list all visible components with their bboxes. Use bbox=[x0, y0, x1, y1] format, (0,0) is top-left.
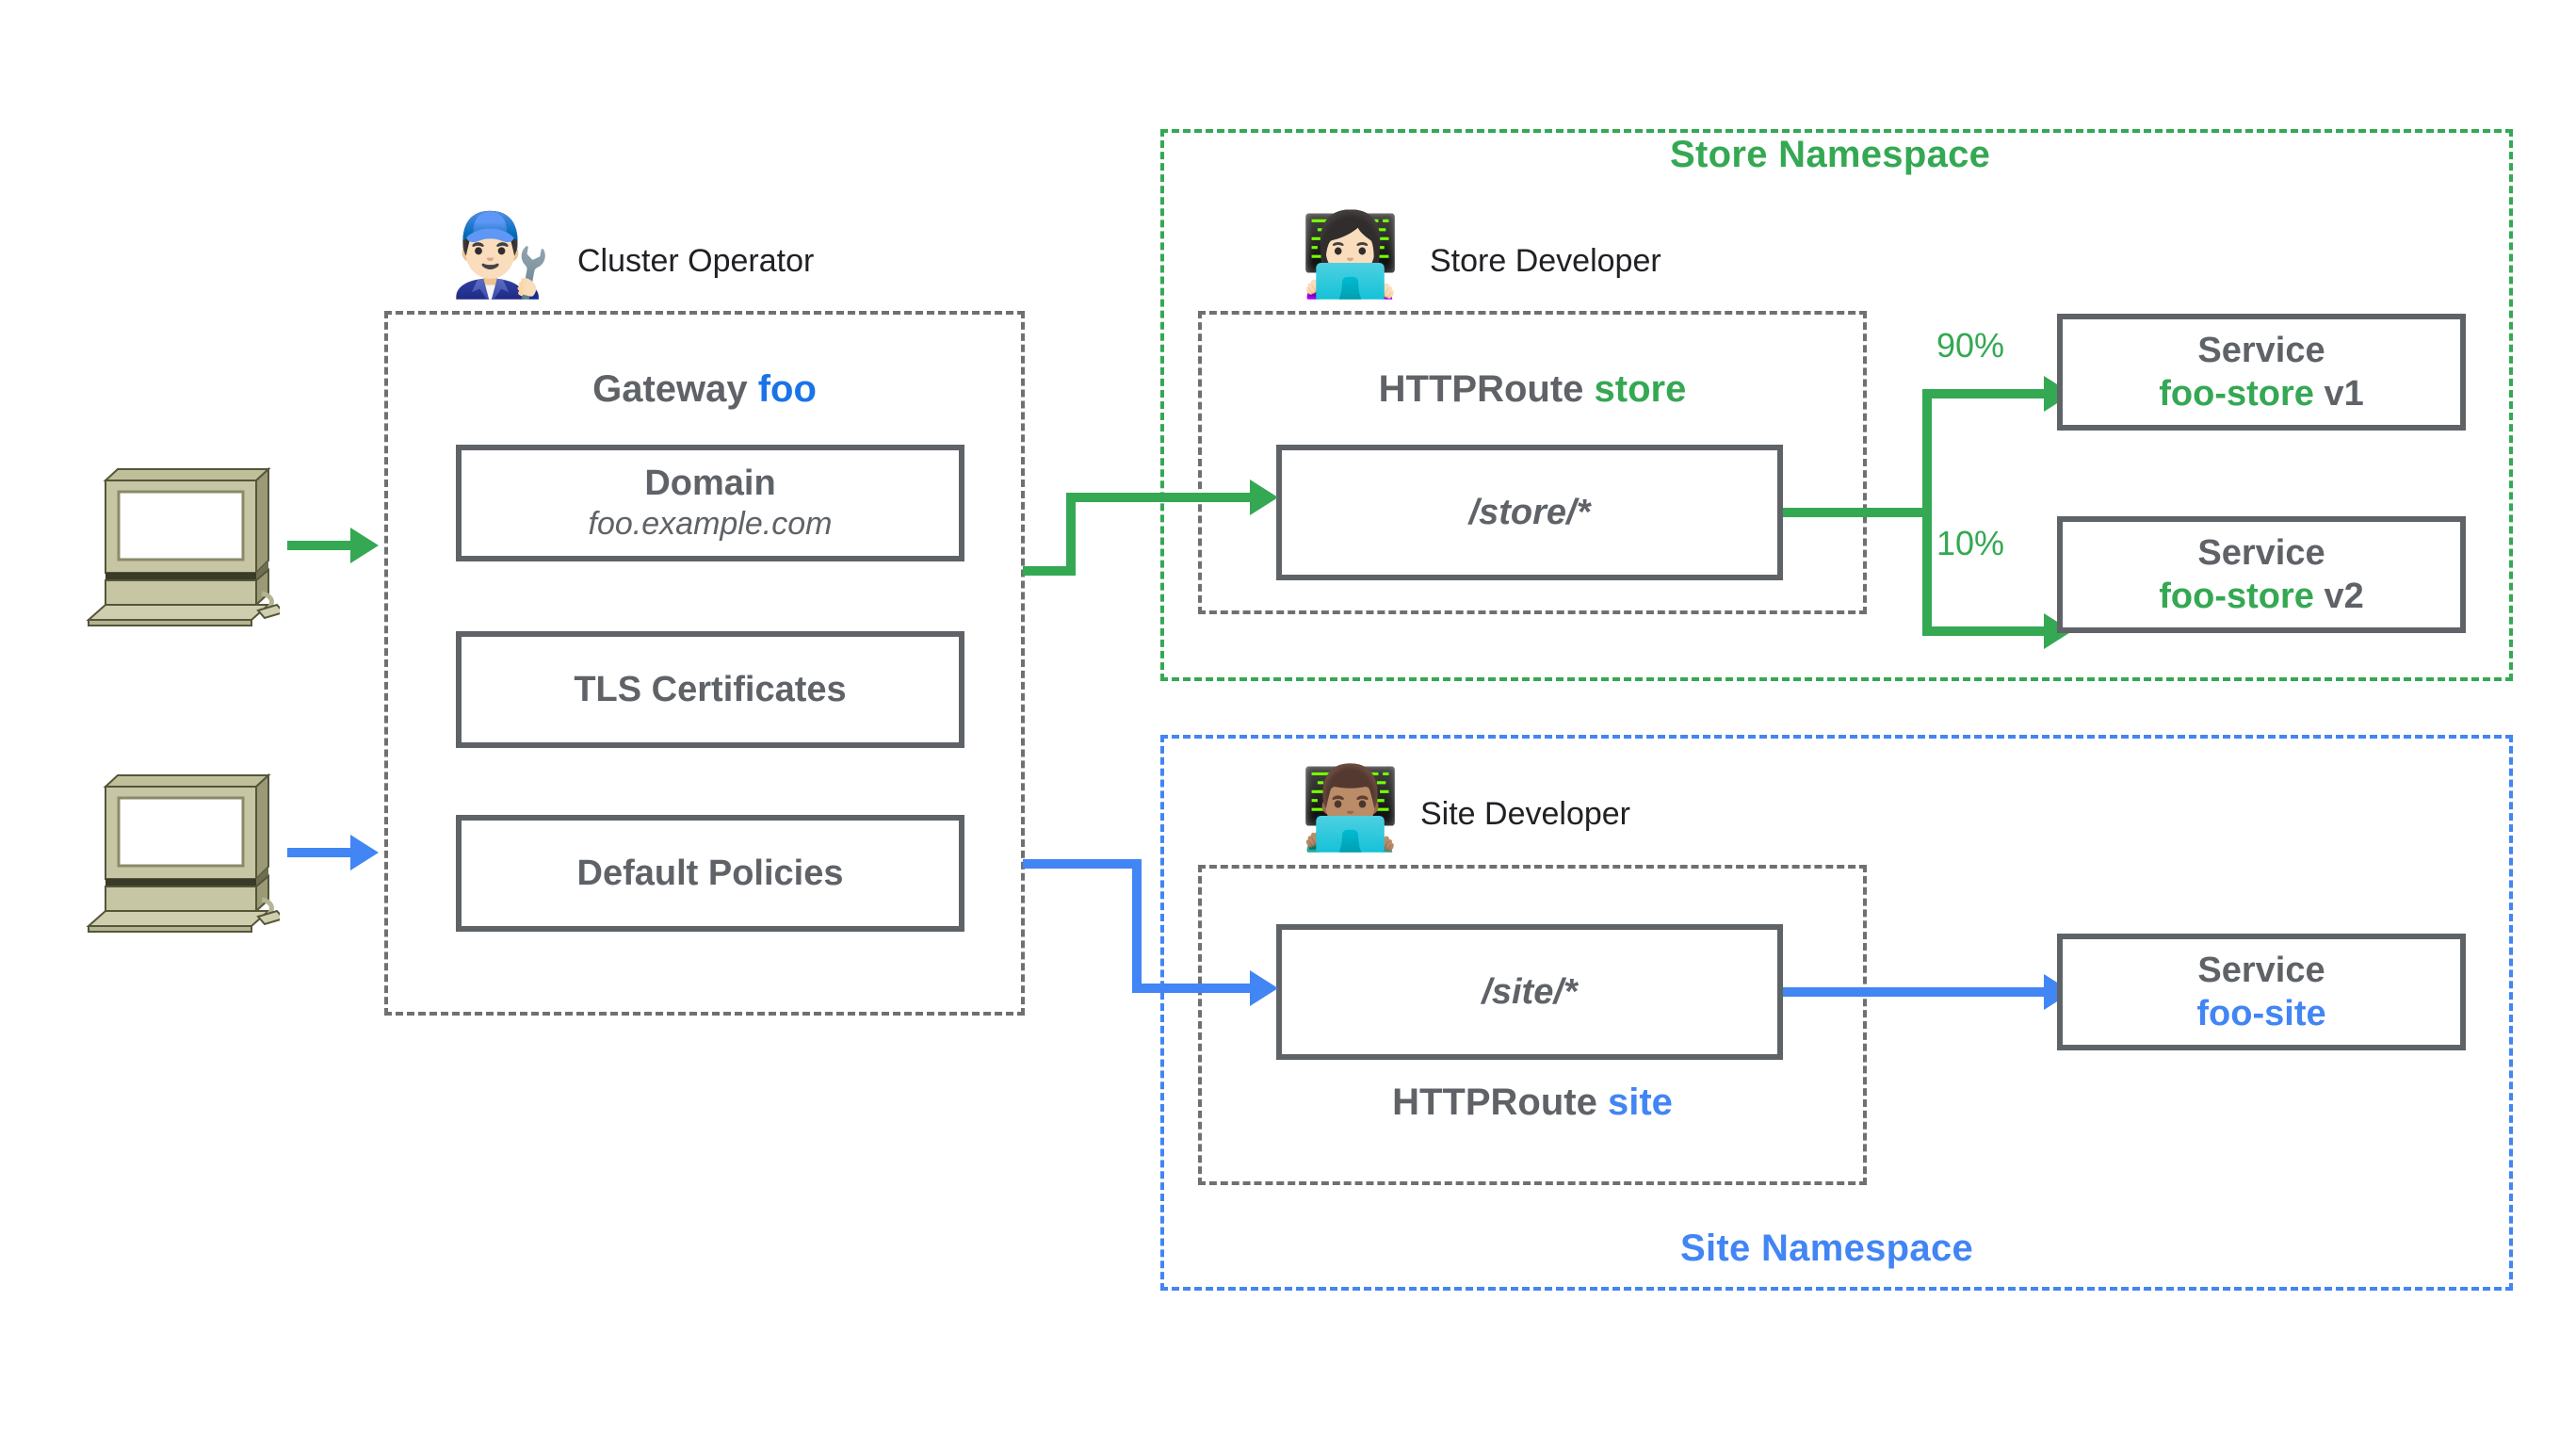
connector-gateway-to-store-h1 bbox=[1023, 566, 1076, 576]
site-httproute-container bbox=[1198, 865, 1867, 1185]
gateway-container bbox=[384, 311, 1025, 1016]
store-route-rule-path[interactable]: /store/* bbox=[1276, 445, 1783, 580]
connector-store-to-v1 bbox=[1922, 389, 2058, 398]
connector-gateway-to-site-v bbox=[1132, 859, 1142, 993]
site-route-rule-path[interactable]: /site/* bbox=[1276, 924, 1783, 1060]
connector-gateway-to-site-h2 bbox=[1132, 984, 1264, 993]
connector-client-bottom-to-gateway bbox=[287, 848, 361, 857]
store-service-v2-name: foo-store bbox=[2159, 577, 2314, 616]
store-developer-label: Store Developer bbox=[1430, 243, 1661, 279]
client-computer-bottom bbox=[77, 768, 285, 937]
store-service-v2[interactable]: Service foo-store v2 bbox=[2057, 516, 2466, 633]
store-namespace-container bbox=[1160, 129, 2513, 681]
store-weight-v2: 10% bbox=[1936, 524, 2005, 562]
desktop-computer-icon bbox=[86, 772, 285, 933]
store-service-v1-name-line: foo-store v1 bbox=[2159, 372, 2364, 415]
site-route-path-value: /site/* bbox=[1482, 971, 1578, 1012]
site-service-name: foo-site bbox=[2196, 994, 2326, 1033]
store-httproute-container bbox=[1198, 311, 1867, 614]
gateway-title-name: foo bbox=[757, 368, 817, 410]
store-service-v1[interactable]: Service foo-store v1 bbox=[2057, 314, 2466, 431]
connector-gateway-to-site-h1 bbox=[1023, 859, 1142, 869]
store-weight-v1: 90% bbox=[1936, 326, 2005, 365]
site-service-name-line: foo-site bbox=[2196, 992, 2325, 1035]
store-service-v1-kind: Service bbox=[2197, 330, 2325, 370]
cluster-operator-label: Cluster Operator bbox=[577, 243, 815, 279]
connector-store-split-vertical bbox=[1922, 389, 1932, 636]
store-route-path-value: /store/* bbox=[1468, 492, 1591, 532]
site-developer-avatar: 👨🏽‍💻 bbox=[1300, 761, 1401, 855]
arrow-gateway-to-site-route bbox=[1250, 970, 1278, 1006]
connector-gateway-to-store-h2 bbox=[1066, 493, 1264, 502]
store-namespace-label: Store Namespace bbox=[1670, 134, 1991, 175]
gateway-resource-policies-label: Default Policies bbox=[576, 853, 844, 893]
store-service-v2-version: v2 bbox=[2324, 577, 2364, 616]
cluster-operator-avatar: 👨🏻‍🔧 bbox=[450, 208, 552, 302]
site-httproute-title-name: site bbox=[1607, 1081, 1673, 1123]
store-developer-avatar: 👩🏻‍💻 bbox=[1300, 208, 1401, 302]
connector-gateway-to-store-v bbox=[1066, 493, 1076, 576]
site-httproute-title: HTTPRoute site bbox=[1198, 1081, 1867, 1124]
store-service-v2-kind: Service bbox=[2197, 532, 2325, 573]
store-service-v1-version: v1 bbox=[2324, 374, 2364, 414]
client-computer-top bbox=[77, 462, 285, 631]
connector-site-route-to-service bbox=[1783, 987, 2058, 997]
site-developer-label: Site Developer bbox=[1420, 796, 1631, 832]
connector-store-route-out bbox=[1783, 508, 1932, 517]
arrow-gateway-to-store-route bbox=[1250, 480, 1278, 515]
arrow-client-top-to-gateway bbox=[350, 528, 379, 563]
site-service-kind: Service bbox=[2197, 950, 2325, 990]
store-service-v2-name-line: foo-store v2 bbox=[2159, 575, 2364, 618]
arrow-client-bottom-to-gateway bbox=[350, 835, 379, 870]
gateway-title: Gateway foo bbox=[384, 368, 1025, 411]
gateway-title-prefix: Gateway bbox=[592, 368, 748, 410]
gateway-resource-tls[interactable]: TLS Certificates bbox=[456, 631, 964, 748]
connector-store-to-v2 bbox=[1922, 626, 2058, 636]
store-httproute-title-name: store bbox=[1594, 368, 1687, 410]
gateway-resource-tls-label: TLS Certificates bbox=[574, 669, 847, 709]
site-httproute-title-prefix: HTTPRoute bbox=[1392, 1081, 1597, 1123]
site-service[interactable]: Service foo-site bbox=[2057, 934, 2466, 1050]
gateway-resource-domain-value: foo.example.com bbox=[588, 506, 833, 543]
desktop-computer-icon bbox=[86, 466, 285, 626]
gateway-resource-domain-label: Domain bbox=[644, 463, 776, 504]
site-namespace-container bbox=[1160, 735, 2513, 1291]
site-namespace-label: Site Namespace bbox=[1680, 1228, 1974, 1269]
connector-client-top-to-gateway bbox=[287, 541, 361, 550]
store-httproute-title-prefix: HTTPRoute bbox=[1378, 368, 1584, 410]
gateway-resource-domain[interactable]: Domain foo.example.com bbox=[456, 445, 964, 561]
store-httproute-title: HTTPRoute store bbox=[1198, 368, 1867, 411]
gateway-resource-policies[interactable]: Default Policies bbox=[456, 815, 964, 932]
store-service-v1-name: foo-store bbox=[2159, 374, 2314, 414]
